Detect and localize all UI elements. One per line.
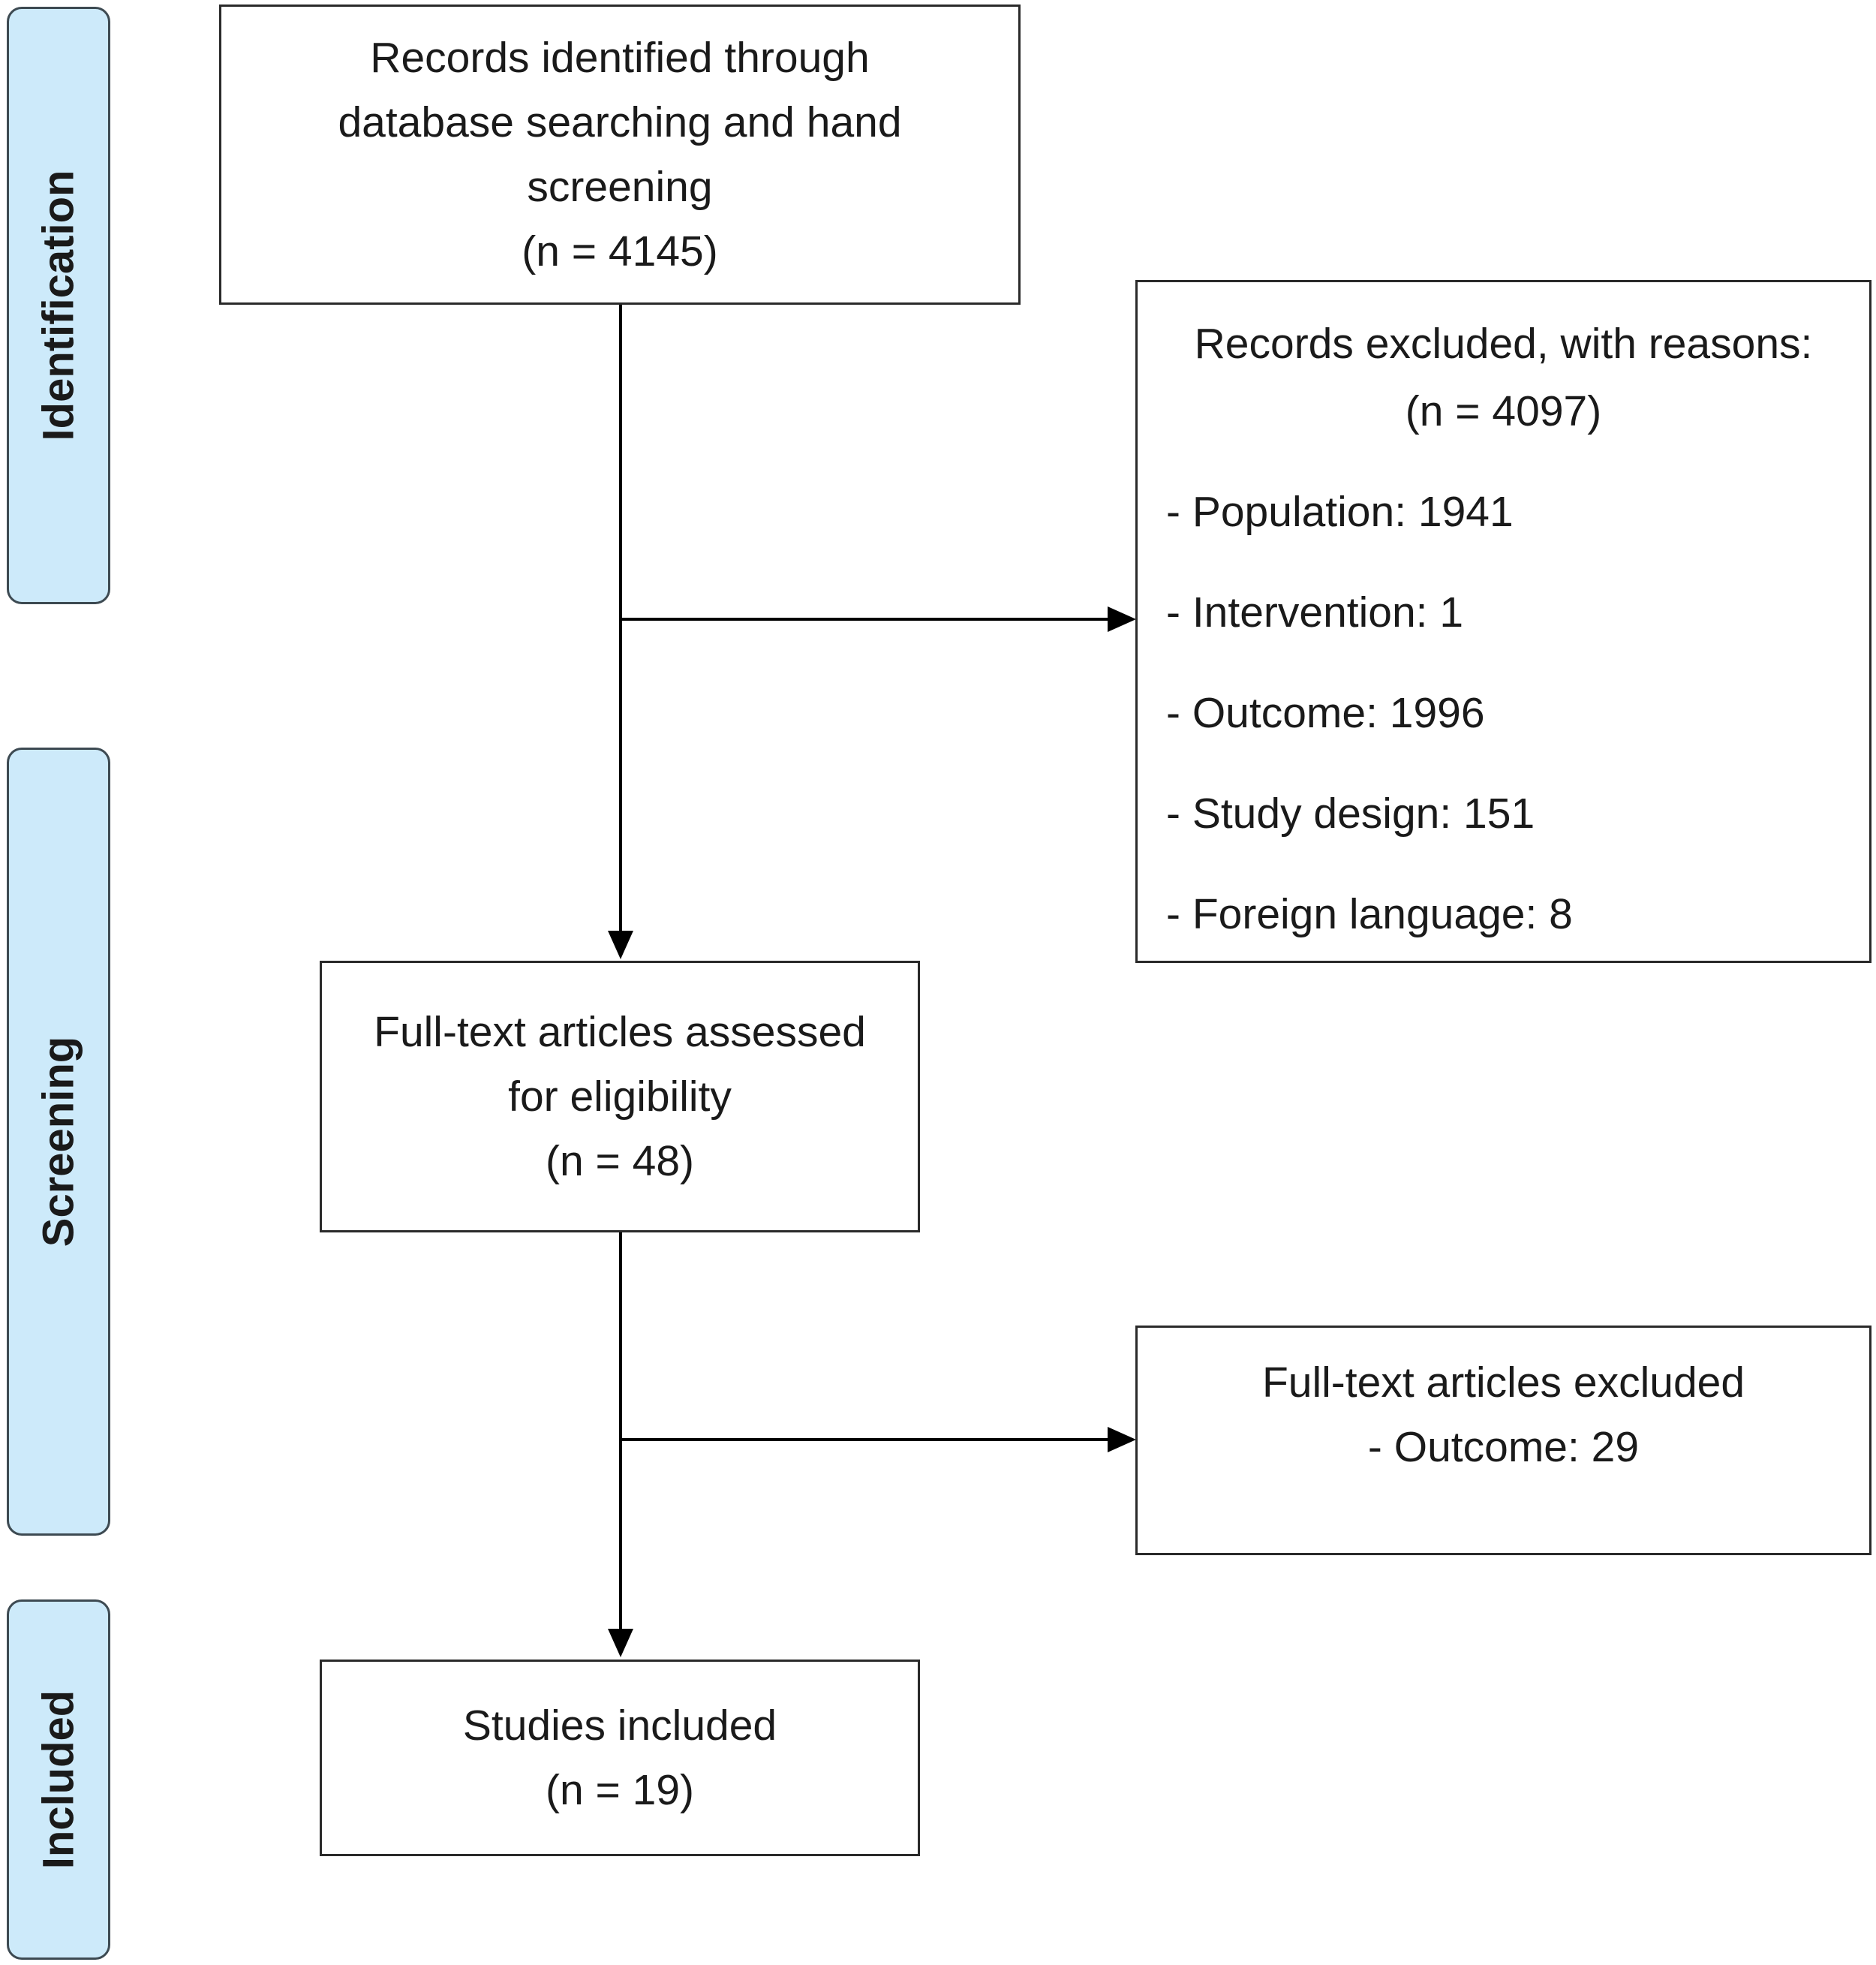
exclusion-reason: - Intervention: 1 bbox=[1166, 588, 1464, 636]
records-identified-line2: database searching and hand bbox=[338, 98, 902, 146]
fulltext-assessed-line1: Full-text articles assessed bbox=[374, 1008, 866, 1056]
records-identified-line3: screening bbox=[527, 163, 713, 211]
stage-screening: Screening bbox=[7, 748, 110, 1536]
arrowhead-to-records-excluded bbox=[1108, 606, 1136, 632]
fulltext-excluded-reason: - Outcome: 29 bbox=[1367, 1423, 1640, 1471]
records-excluded-title: Records excluded, with reasons: bbox=[1194, 320, 1813, 368]
fulltext-excluded-box: Full-text articles excluded - Outcome: 2… bbox=[1135, 1326, 1871, 1555]
records-excluded-count: (n = 4097) bbox=[1405, 387, 1602, 435]
arrowhead-to-included bbox=[608, 1629, 633, 1657]
arrowhead-to-fulltext-excluded bbox=[1108, 1427, 1136, 1452]
records-excluded-box: Records excluded, with reasons: (n = 409… bbox=[1135, 280, 1871, 963]
studies-included-title: Studies included bbox=[462, 1702, 777, 1750]
records-identified-line1: Records identified through bbox=[370, 34, 870, 82]
fulltext-assessed-line2: for eligibility bbox=[508, 1073, 732, 1121]
exclusion-reason: - Population: 1941 bbox=[1166, 488, 1514, 536]
stage-identification: Identification bbox=[7, 7, 110, 604]
exclusion-reason: - Outcome: 1996 bbox=[1166, 689, 1485, 737]
exclusion-reason: - Study design: 151 bbox=[1166, 790, 1535, 838]
arrowhead-to-assessed bbox=[608, 931, 633, 959]
stage-included: Included bbox=[7, 1599, 110, 1960]
fulltext-excluded-title: Full-text articles excluded bbox=[1261, 1359, 1745, 1407]
exclusion-reason: - Foreign language: 8 bbox=[1166, 890, 1573, 938]
records-identified-box: Records identified through database sear… bbox=[219, 5, 1021, 305]
studies-included-count: (n = 19) bbox=[545, 1766, 695, 1814]
fulltext-assessed-count: (n = 48) bbox=[545, 1137, 695, 1185]
records-identified-count: (n = 4145) bbox=[522, 227, 718, 275]
fulltext-assessed-box: Full-text articles assessed for eligibil… bbox=[320, 961, 920, 1232]
studies-included-box: Studies included (n = 19) bbox=[320, 1660, 920, 1856]
